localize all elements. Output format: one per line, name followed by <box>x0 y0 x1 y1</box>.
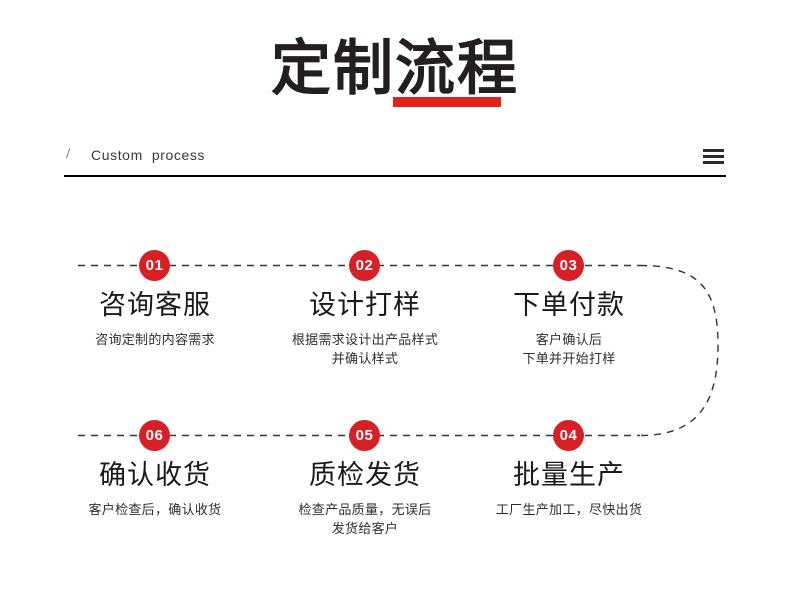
step-description-line: 根据需求设计出产品样式 <box>291 332 439 347</box>
step-title: 咨询客服 <box>99 290 211 321</box>
connector-right-arc <box>639 264 719 437</box>
flow-connector-svg <box>78 264 719 437</box>
subtitle-row: / Custom process <box>64 146 726 178</box>
hamburger-bar-3 <box>703 161 724 164</box>
step-description-line: 检查产品质量，无误后 <box>298 502 432 517</box>
step-description-line: 客户确认后 <box>535 332 603 347</box>
step-description: 检查产品质量，无误后 发货给客户 <box>250 500 480 538</box>
step-title: 下单付款 <box>513 290 625 321</box>
step-number-badge: 04 <box>553 420 584 451</box>
step-number-badge: 01 <box>139 250 170 281</box>
step-number-badge: 03 <box>553 250 584 281</box>
hamburger-bar-2 <box>703 155 724 158</box>
subtitle-text: Custom process <box>91 147 206 163</box>
step-description: 客户检查后，确认收货 <box>40 500 270 519</box>
step-description-line: 发货给客户 <box>331 521 399 536</box>
process-flow: 01 咨询客服 咨询定制的内容需求 02 设计打样 根据需求设计出产品样式 并确… <box>0 190 790 615</box>
step-description: 客户确认后 下单并开始打样 <box>454 330 684 368</box>
step-number-badge: 05 <box>349 420 380 451</box>
step-description-line: 工厂生产加工，尽快出货 <box>495 502 643 517</box>
subtitle-slash: / <box>66 146 71 162</box>
hamburger-bar-1 <box>703 149 724 152</box>
step-description-line: 并确认样式 <box>331 351 399 366</box>
step-description-line: 咨询定制的内容需求 <box>95 332 215 347</box>
step-description: 咨询定制的内容需求 <box>40 330 270 349</box>
step-number-badge: 02 <box>349 250 380 281</box>
hamburger-menu-icon[interactable] <box>703 149 724 165</box>
step-title: 确认收货 <box>99 460 211 491</box>
step-description: 根据需求设计出产品样式 并确认样式 <box>250 330 480 368</box>
step-title: 质检发货 <box>309 460 421 491</box>
step-number-badge: 06 <box>139 420 170 451</box>
step-title: 设计打样 <box>309 290 421 321</box>
page-header: 定制流程 / Custom process <box>0 0 790 190</box>
step-description-line: 下单并开始打样 <box>522 351 616 366</box>
page-title: 定制流程 <box>271 34 519 104</box>
step-title: 批量生产 <box>513 460 625 491</box>
step-description-line: 客户检查后，确认收货 <box>88 502 222 517</box>
title-underline-accent <box>393 97 501 107</box>
step-description: 工厂生产加工，尽快出货 <box>454 500 684 519</box>
header-divider <box>64 175 726 177</box>
